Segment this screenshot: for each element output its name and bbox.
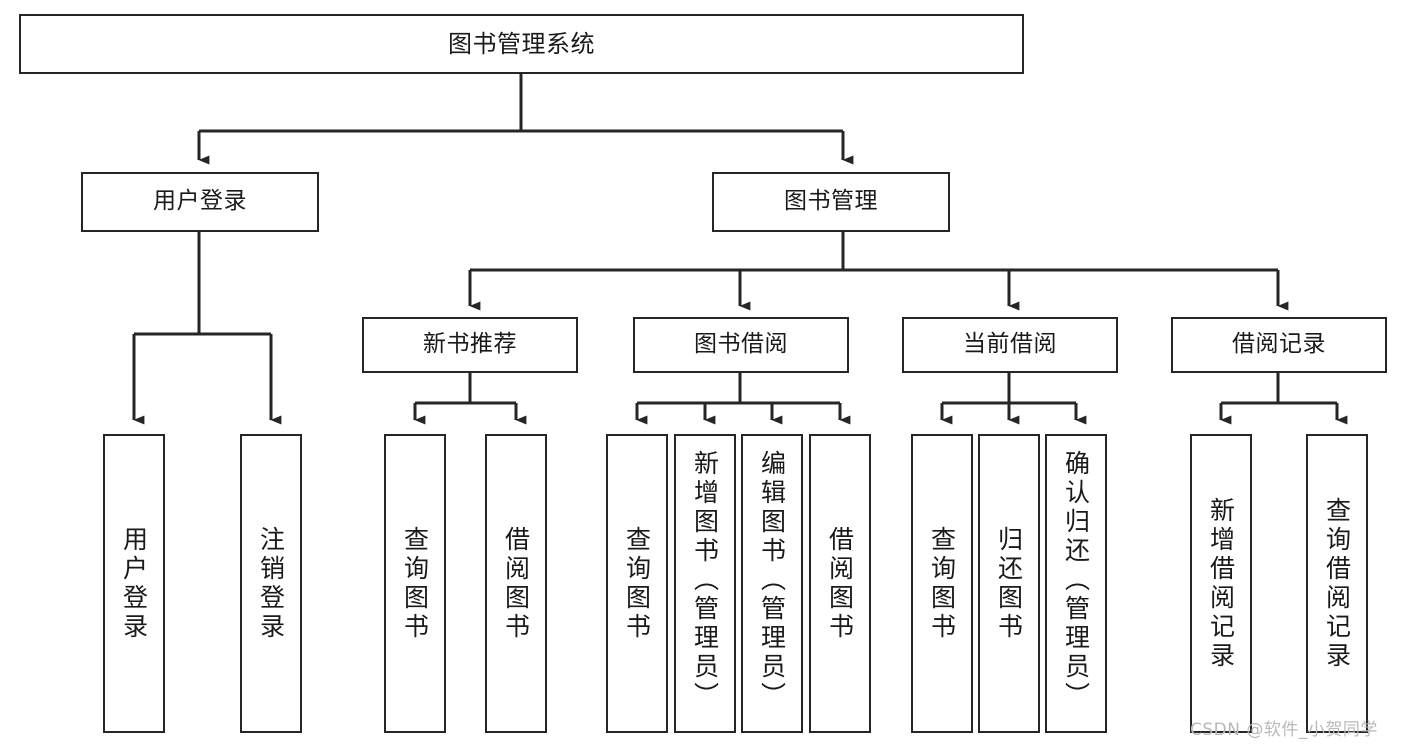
node-label: 查询图书 — [400, 525, 430, 642]
node-label: 图书管理系统 — [448, 29, 595, 58]
node-label: 查询图书 — [927, 525, 957, 642]
node-root-book-management-system[interactable]: 图书管理系统 — [19, 14, 1024, 74]
node-leaf-query-book-current[interactable]: 查询图书 — [911, 434, 973, 733]
node-label: 编辑图书（管理员） — [757, 450, 787, 711]
node-leaf-add-book-admin[interactable]: 新增图书（管理员） — [674, 434, 736, 733]
node-leaf-confirm-return-admin[interactable]: 确认归还（管理员） — [1045, 434, 1107, 733]
csdn-watermark: CSDN @软件_小贺同学 — [1190, 720, 1378, 740]
node-leaf-user-login[interactable]: 用户登录 — [103, 434, 165, 733]
node-label: 新书推荐 — [423, 331, 517, 358]
node-user-login[interactable]: 用户登录 — [81, 172, 319, 232]
node-leaf-borrow-book[interactable]: 借阅图书 — [809, 434, 871, 733]
node-label: 图书借阅 — [694, 331, 788, 358]
node-leaf-query-book-new[interactable]: 查询图书 — [384, 434, 446, 733]
node-label: 当前借阅 — [963, 331, 1057, 358]
node-label: 借阅图书 — [501, 525, 531, 642]
node-borrow-record[interactable]: 借阅记录 — [1171, 317, 1387, 373]
node-label: 借阅图书 — [825, 525, 855, 642]
node-label: 查询图书 — [622, 525, 652, 642]
node-new-book-recommendation[interactable]: 新书推荐 — [362, 317, 578, 373]
node-label: 新增借阅记录 — [1206, 496, 1236, 671]
node-book-management[interactable]: 图书管理 — [712, 172, 950, 232]
node-label: 图书管理 — [784, 188, 878, 215]
node-label: 用户登录 — [153, 188, 247, 215]
node-leaf-query-borrow-record[interactable]: 查询借阅记录 — [1306, 434, 1368, 733]
node-leaf-add-borrow-record[interactable]: 新增借阅记录 — [1190, 434, 1252, 733]
node-leaf-edit-book-admin[interactable]: 编辑图书（管理员） — [741, 434, 803, 733]
node-label: 确认归还（管理员） — [1061, 450, 1091, 711]
node-leaf-return-book[interactable]: 归还图书 — [978, 434, 1040, 733]
node-label: 查询借阅记录 — [1322, 496, 1352, 671]
node-label: 新增图书（管理员） — [690, 450, 720, 711]
node-label: 用户登录 — [119, 525, 149, 642]
node-leaf-borrow-book-new[interactable]: 借阅图书 — [485, 434, 547, 733]
node-book-borrow[interactable]: 图书借阅 — [633, 317, 849, 373]
node-label: 借阅记录 — [1232, 331, 1326, 358]
node-leaf-logout-login[interactable]: 注销登录 — [240, 434, 302, 733]
node-leaf-query-book-borrow[interactable]: 查询图书 — [606, 434, 668, 733]
node-label: 归还图书 — [994, 525, 1024, 642]
node-current-borrow[interactable]: 当前借阅 — [902, 317, 1118, 373]
node-label: 注销登录 — [256, 525, 286, 642]
